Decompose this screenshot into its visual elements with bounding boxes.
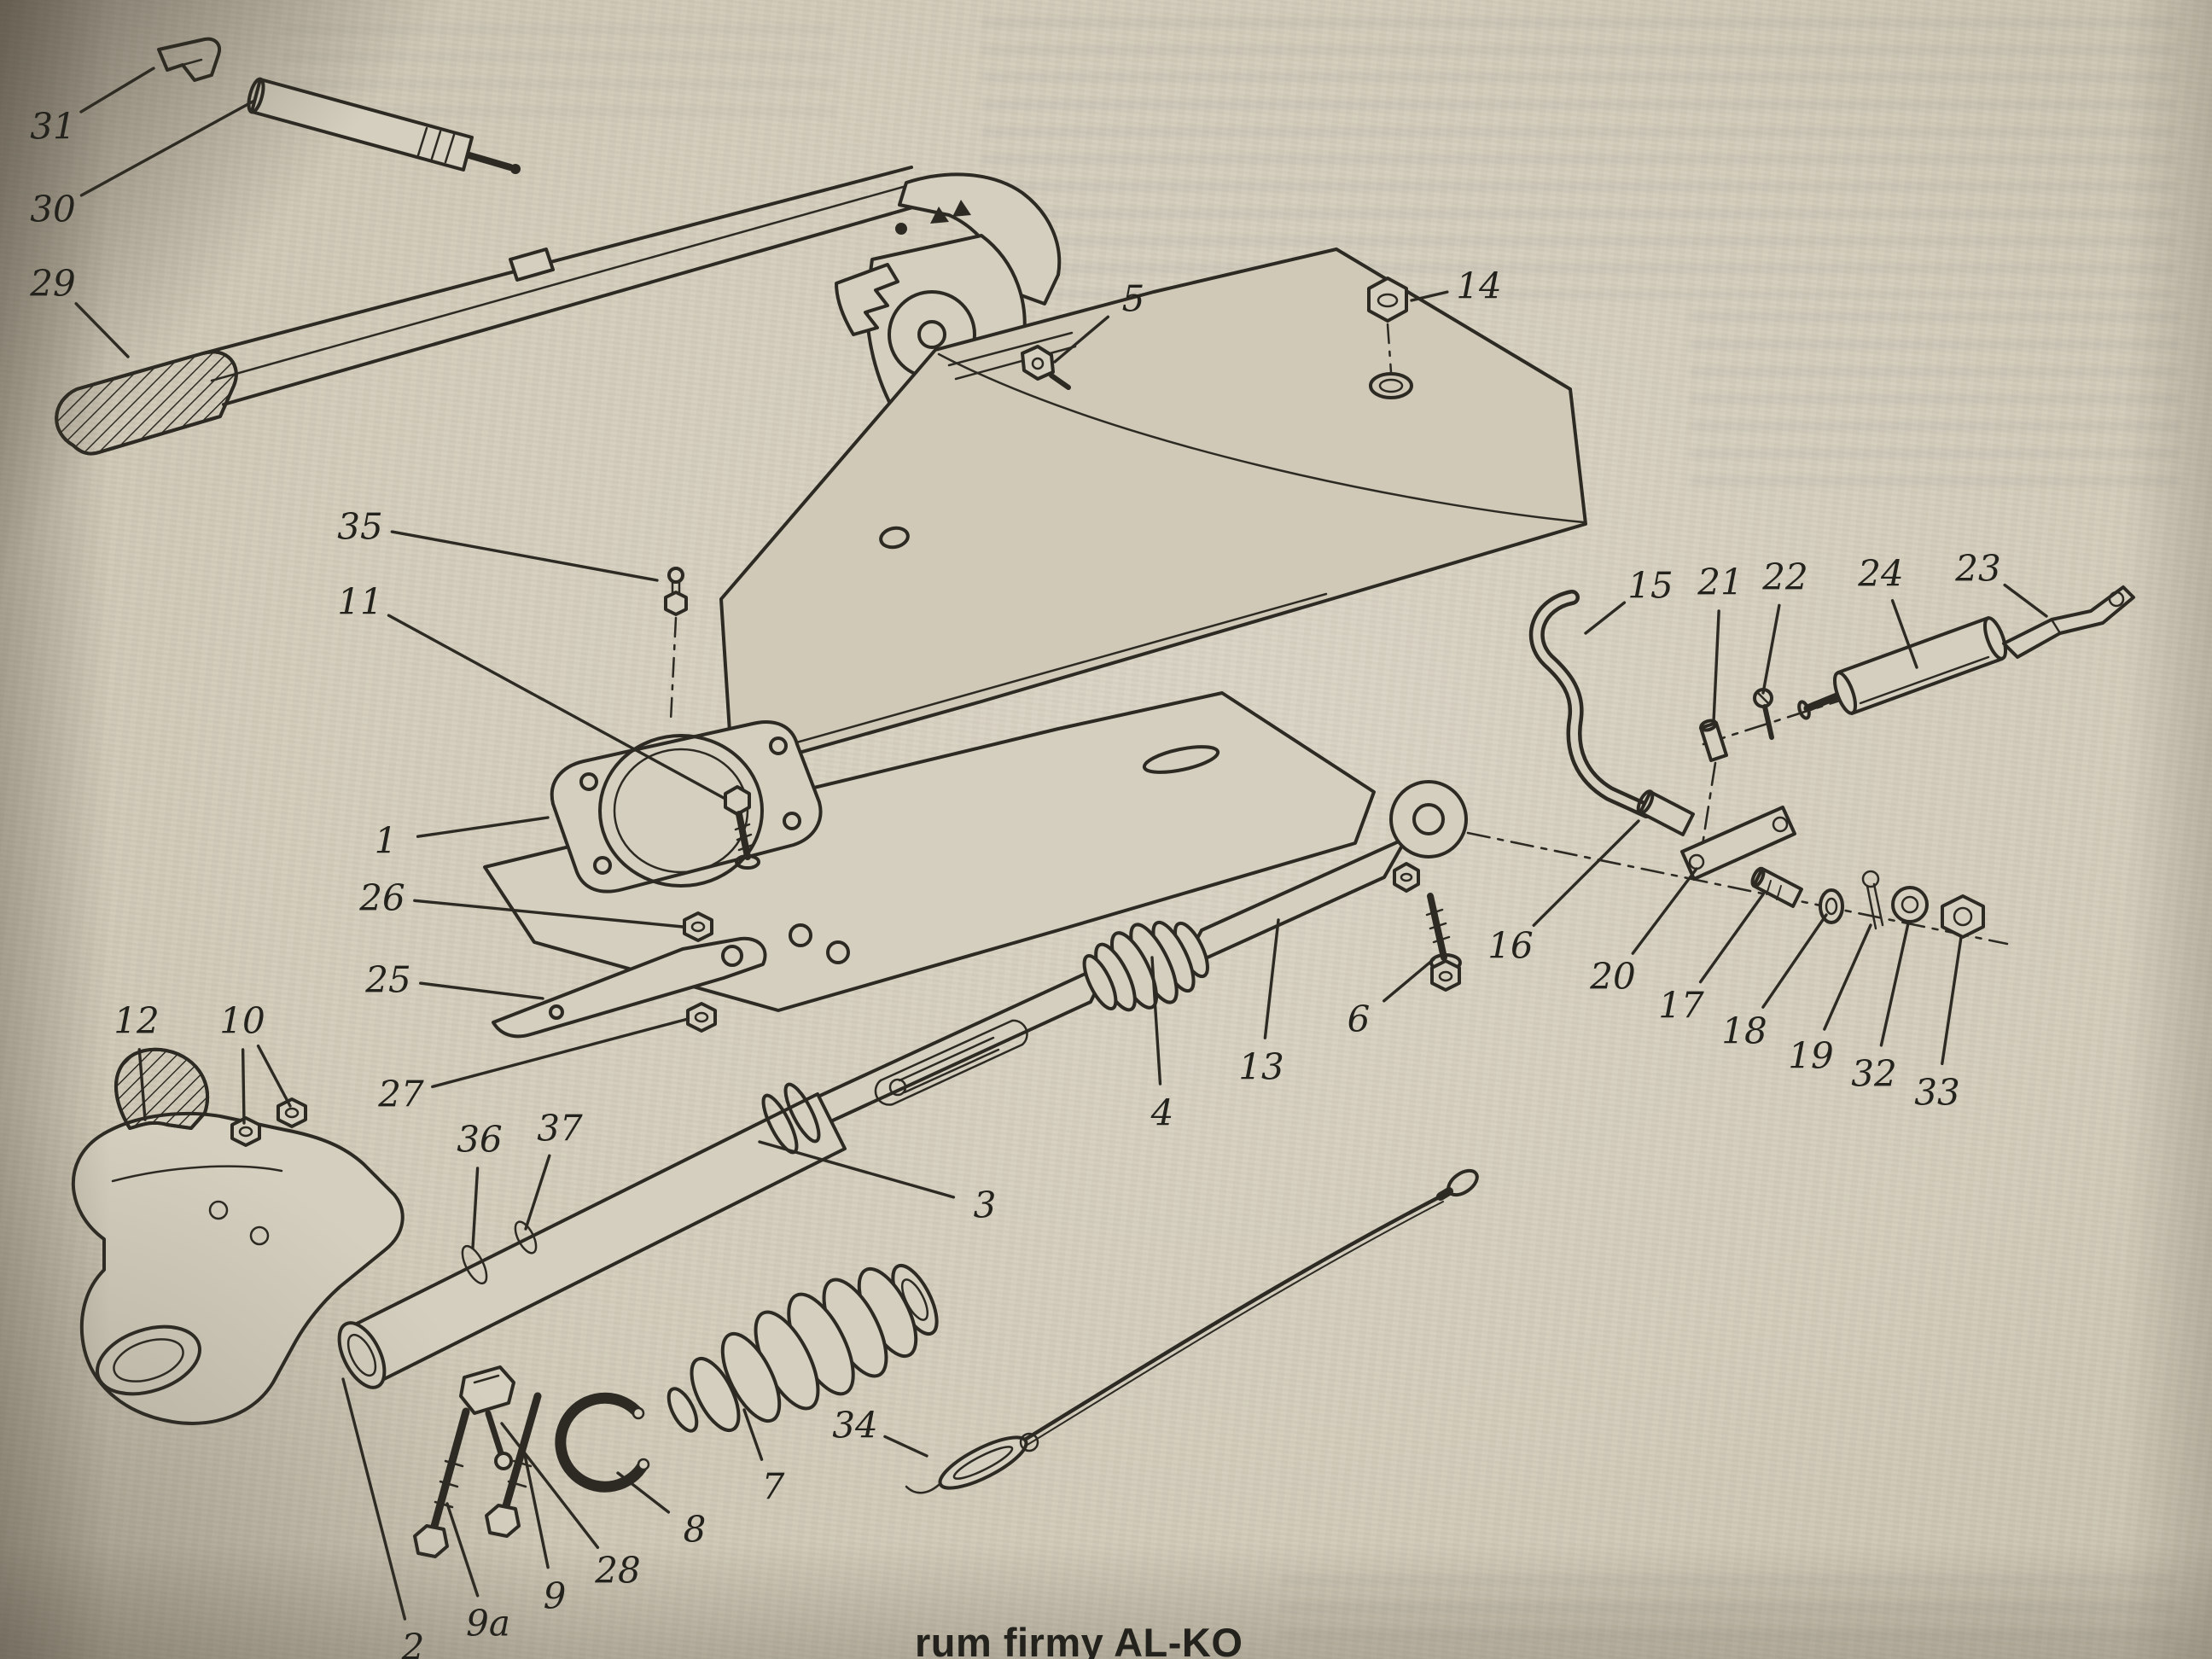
leader-line-31 <box>79 67 155 114</box>
screw-22 <box>1753 688 1774 740</box>
leader-line-14 <box>1410 290 1449 302</box>
leader-line-26 <box>413 899 684 928</box>
hex-nut-14 <box>1367 276 1408 374</box>
release-hook-15 <box>1528 590 1695 836</box>
leader-line-32 <box>1879 922 1910 1047</box>
hex-nut-27 <box>686 1002 717 1033</box>
inner-rod <box>898 1036 1000 1094</box>
link-plate-20 <box>1680 806 1796 881</box>
drawbar-eye <box>1389 780 1468 859</box>
leader-line-7 <box>742 1408 764 1461</box>
leader-line-35 <box>390 530 659 582</box>
pivot-dot <box>895 223 907 235</box>
clamp-bolt-9 <box>485 1392 542 1538</box>
grease-nipple-35 <box>664 567 688 722</box>
cable-clip <box>938 1435 1028 1490</box>
side-hole <box>879 526 910 550</box>
ratchet-sector <box>835 263 899 336</box>
coupling-head <box>71 1047 405 1425</box>
hook-pin <box>1639 790 1695 836</box>
leader-line-2 <box>341 1377 407 1621</box>
main-housing <box>719 247 1587 773</box>
leader-line-9 <box>522 1449 550 1569</box>
leader-line-27 <box>431 1017 690 1089</box>
ball-socket <box>95 1324 202 1396</box>
leader-line-25 <box>419 981 544 1000</box>
clamp-block-28 <box>459 1365 515 1470</box>
leader-line-28 <box>500 1422 600 1550</box>
rubber-bellows-7 <box>667 1263 939 1433</box>
leader-line-8 <box>616 1471 671 1514</box>
plate-hole <box>789 923 812 947</box>
stud-hole <box>1369 372 1413 399</box>
ring-37 <box>514 1220 538 1254</box>
damper-bracket-23 <box>2002 585 2135 659</box>
flange-bolt-11 <box>724 785 760 870</box>
pivot-bolt-5 <box>1021 345 1071 390</box>
leader-line-15 <box>1584 601 1627 635</box>
leader-line-23 <box>2003 583 2048 618</box>
leader-line-5 <box>1053 315 1110 364</box>
leader-line-18 <box>1761 913 1828 1009</box>
leader-line-9a <box>445 1502 480 1598</box>
leader-line-16 <box>1532 819 1640 927</box>
tube-groove-ring <box>783 1082 821 1144</box>
index-mark <box>930 207 949 224</box>
leader-line-17 <box>1698 893 1765 984</box>
breakaway-cable-34 <box>905 1168 1479 1494</box>
leader-line-10 <box>241 1048 246 1125</box>
leader-line-22 <box>1761 603 1781 695</box>
plate-hole <box>826 940 850 964</box>
split-pin-19 <box>1861 870 1884 930</box>
centerline <box>1466 831 2009 946</box>
hex-nut-small <box>1393 862 1420 893</box>
leader-line-12 <box>137 1048 147 1121</box>
leader-line-13 <box>1263 918 1280 1039</box>
clamp-bolt-9a <box>413 1407 470 1558</box>
pin-21 <box>1699 719 1728 762</box>
leader-line-30 <box>79 99 256 197</box>
bearing-collars-4 <box>1082 920 1209 1012</box>
hex-nut-33 <box>1941 894 1985 939</box>
leader-lines <box>74 67 2048 1621</box>
damper-24 <box>1797 616 2008 720</box>
leader-line-11 <box>387 614 725 800</box>
leader-line-29 <box>74 302 130 358</box>
leader-line-21 <box>1712 609 1720 724</box>
bolt-6 <box>1425 893 1462 992</box>
spring-washer-32 <box>1891 886 1929 923</box>
hex-nuts-10 <box>230 1097 307 1147</box>
leader-line-20 <box>1631 867 1698 955</box>
index-mark <box>952 200 971 217</box>
hex-nut-26 <box>683 911 713 942</box>
roller-pin-30 <box>247 77 521 174</box>
mounting-flange <box>550 720 823 894</box>
leader-line-4 <box>1150 956 1162 1086</box>
centerline <box>1700 761 1717 852</box>
leader-line-10 <box>256 1044 292 1108</box>
pin-17 <box>1750 866 1803 908</box>
leader-line-1 <box>416 816 550 838</box>
lever-stop-block <box>509 247 555 282</box>
figure-caption: rum firmy AL-KO <box>915 1620 1243 1659</box>
leader-line-6 <box>1382 958 1435 1003</box>
leader-line-37 <box>524 1154 551 1231</box>
clamp-handle-12 <box>114 1047 210 1130</box>
inner-sleeve-36 <box>461 1244 488 1285</box>
leader-line-3 <box>758 1140 956 1199</box>
leader-line-24 <box>1890 599 1918 669</box>
plate-slot <box>1142 745 1220 774</box>
lever-plate-25 <box>492 936 767 1039</box>
outer-tube <box>337 1082 847 1389</box>
leader-line-36 <box>471 1167 480 1249</box>
leader-line-34 <box>883 1435 928 1458</box>
leader-line-33 <box>1941 935 1963 1066</box>
leader-line-19 <box>1823 923 1872 1031</box>
snap-ring-8 <box>555 1392 650 1493</box>
spring-clip-31 <box>157 37 221 82</box>
